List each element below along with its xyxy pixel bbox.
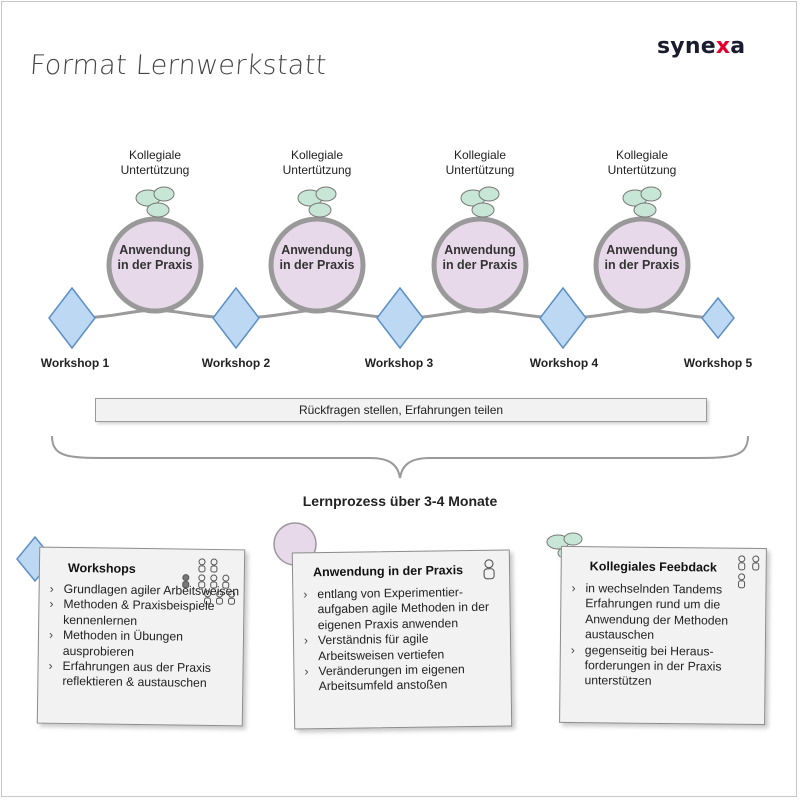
workshops-list: Grundlagen agiler Arbeitsweisen Methoden… <box>46 582 239 693</box>
practice-label: Anwendung in der Praxis <box>279 243 355 272</box>
list-item: Erfahrungen aus der Praxis reflektieren … <box>46 659 238 692</box>
list-item: entlang von Experimentier-aufgaben agile… <box>301 585 506 634</box>
card-title: Workshops <box>67 560 136 576</box>
workshop-label: Workshop 3 <box>364 356 434 370</box>
speech-bubbles-icon <box>622 186 662 218</box>
speech-bubbles-icon <box>297 186 337 218</box>
workshop-label: Workshop 1 <box>40 356 110 370</box>
feedback-list: in wechselnden Tandems Erfahrungen rund … <box>568 581 759 691</box>
support-label: Kollegiale Untertützung <box>445 148 515 177</box>
practice-label: Anwendung in der Praxis <box>442 243 518 272</box>
workshop-diamond-icon <box>539 286 587 350</box>
list-item: Methoden in Übungen ausprobieren <box>47 628 239 661</box>
feedback-bar: Rückfragen stellen, Erfahrungen teilen <box>95 398 707 422</box>
support-label: Kollegiale Untertützung <box>607 148 677 177</box>
card-title: Kollegiales Feebdack <box>589 559 717 575</box>
workshop-diamond-icon <box>212 286 260 350</box>
list-item: in wechselnden Tandems Erfahrungen rund … <box>569 581 760 645</box>
logo-text-end: a <box>730 34 746 59</box>
workshop-diamond-icon <box>376 286 424 350</box>
workshop-diamond-icon <box>701 296 735 340</box>
list-item: Methoden & Praxisbeispiele kennenlernen <box>47 597 239 630</box>
practice-card: Anwendung in der Praxis entlang von Expe… <box>291 549 513 730</box>
list-item: Verständnis für agile Arbeitsweisen vert… <box>302 631 506 665</box>
workshop-diamond-icon <box>48 286 96 350</box>
practice-circle-icon <box>106 216 204 314</box>
practice-circle-icon <box>268 216 366 314</box>
logo-text-x: x <box>715 34 731 59</box>
process-duration-label: Lernprozess über 3-4 Monate <box>302 493 498 509</box>
synexa-logo: synexa <box>657 34 745 59</box>
practice-circle-icon <box>431 216 529 314</box>
practice-circle-icon <box>593 216 691 314</box>
list-item: gegenseitig bei Heraus-forderungen in de… <box>568 643 758 691</box>
practice-list: entlang von Experimentier-aufgaben agile… <box>301 585 506 696</box>
support-label: Kollegiale Untertützung <box>282 148 352 177</box>
speech-bubbles-icon <box>460 186 500 218</box>
practice-label: Anwendung in der Praxis <box>117 243 193 272</box>
feedback-card: Kollegiales Feebdack in wechselnden Tand… <box>559 545 767 726</box>
card-title: Anwendung in der Praxis <box>312 563 464 580</box>
workshop-label: Workshop 4 <box>529 356 599 370</box>
brace <box>51 435 749 479</box>
practice-label: Anwendung in der Praxis <box>604 243 680 272</box>
workshop-label: Workshop 2 <box>201 356 271 370</box>
person-icon <box>483 559 495 580</box>
workshop-label: Workshop 5 <box>683 356 753 370</box>
support-label: Kollegiale Untertützung <box>120 148 190 177</box>
speech-bubbles-icon <box>135 186 175 218</box>
list-item: Veränderungen im eigenen Arbeitsumfeld a… <box>302 662 506 696</box>
workshops-card: Workshops Grundlagen agiler Arbeitsweise… <box>36 546 246 727</box>
logo-text-start: syne <box>657 34 716 59</box>
